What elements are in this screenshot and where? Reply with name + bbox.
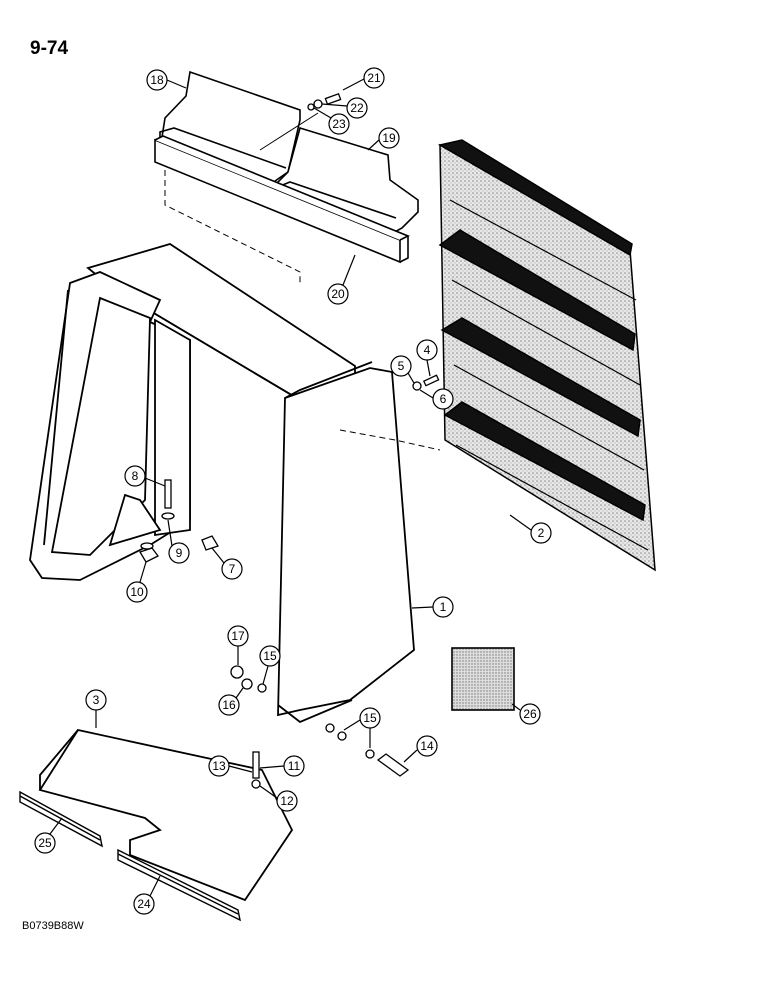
svg-text:15: 15: [263, 649, 277, 663]
leader-21: [259, 112, 319, 151]
svg-text:8: 8: [132, 469, 139, 483]
callout-20: 20: [327, 254, 356, 305]
callout-16: 16: [218, 687, 244, 716]
svg-text:3: 3: [93, 693, 100, 707]
svg-text:15: 15: [363, 711, 377, 725]
bolt-4-5-6: [412, 374, 440, 391]
svg-text:1: 1: [440, 600, 447, 614]
callout-19: 19: [367, 127, 400, 151]
svg-text:6: 6: [440, 392, 447, 406]
svg-text:21: 21: [367, 71, 381, 85]
bolt-8-9-10: [139, 479, 219, 563]
callout-2: 2: [509, 514, 552, 544]
callout-11: 11: [259, 755, 305, 777]
callout-10: 10: [126, 561, 148, 603]
callout-17: 17: [227, 625, 249, 665]
svg-text:5: 5: [398, 359, 405, 373]
callout-4: 4: [416, 339, 438, 377]
svg-text:14: 14: [420, 739, 434, 753]
svg-text:11: 11: [288, 759, 301, 773]
nut-16-17: [230, 665, 267, 693]
side-panel-part-1: [277, 361, 415, 724]
svg-text:17: 17: [231, 629, 245, 643]
svg-text:7: 7: [229, 562, 236, 576]
callout-1: 1: [411, 596, 454, 618]
bar-part-20: [154, 135, 410, 264]
callout-15-upper: 15: [259, 645, 281, 685]
svg-text:16: 16: [222, 698, 236, 712]
callout-26: 26: [511, 703, 541, 725]
dashed-leader-panel: [339, 429, 441, 451]
callout-13: 13: [208, 755, 253, 777]
page-number: 9-74: [30, 38, 69, 59]
dashed-leader-top: [164, 170, 301, 285]
svg-text:20: 20: [331, 287, 345, 301]
callout-24: 24: [133, 875, 161, 915]
bolt-21-22-23: [307, 92, 342, 111]
callout-23: 23: [313, 107, 350, 135]
louvered-grille-part-2: [437, 139, 656, 572]
callout-9: 9: [167, 519, 190, 564]
callout-15-lower: 15: [343, 707, 381, 748]
callout-18: 18: [146, 69, 187, 91]
svg-text:26: 26: [523, 707, 537, 721]
frame-left-side: [29, 243, 356, 581]
svg-text:13: 13: [212, 759, 226, 773]
svg-text:22: 22: [350, 101, 364, 115]
bolt-11-12-13: [251, 751, 261, 789]
svg-text:24: 24: [137, 897, 151, 911]
svg-text:19: 19: [382, 131, 396, 145]
svg-text:10: 10: [130, 585, 144, 599]
svg-text:18: 18: [150, 73, 164, 87]
seal-strip-part-24: [117, 848, 241, 922]
bolt-14-15: [325, 723, 410, 777]
callout-3: 3: [85, 689, 107, 728]
callout-12: 12: [259, 785, 298, 812]
callout-7: 7: [211, 547, 243, 580]
callout-25: 25: [34, 817, 63, 854]
foam-block-part-26: [451, 647, 515, 711]
svg-text:12: 12: [280, 794, 294, 808]
callout-5: 5: [390, 355, 415, 384]
callout-bubbles: 18 21 22 23 19 20 4 5 6 2 8 9 7 10 1 17 …: [34, 67, 552, 915]
callout-6: 6: [419, 388, 454, 410]
callout-8: 8: [124, 465, 166, 487]
callout-22: 22: [321, 97, 368, 119]
callout-14: 14: [403, 735, 438, 763]
svg-text:4: 4: [424, 343, 431, 357]
svg-text:9: 9: [176, 546, 183, 560]
svg-text:23: 23: [332, 117, 346, 131]
svg-text:2: 2: [538, 526, 545, 540]
drawing-code: B0739B88W: [22, 920, 84, 932]
callout-21: 21: [342, 67, 385, 91]
svg-text:25: 25: [38, 836, 52, 850]
